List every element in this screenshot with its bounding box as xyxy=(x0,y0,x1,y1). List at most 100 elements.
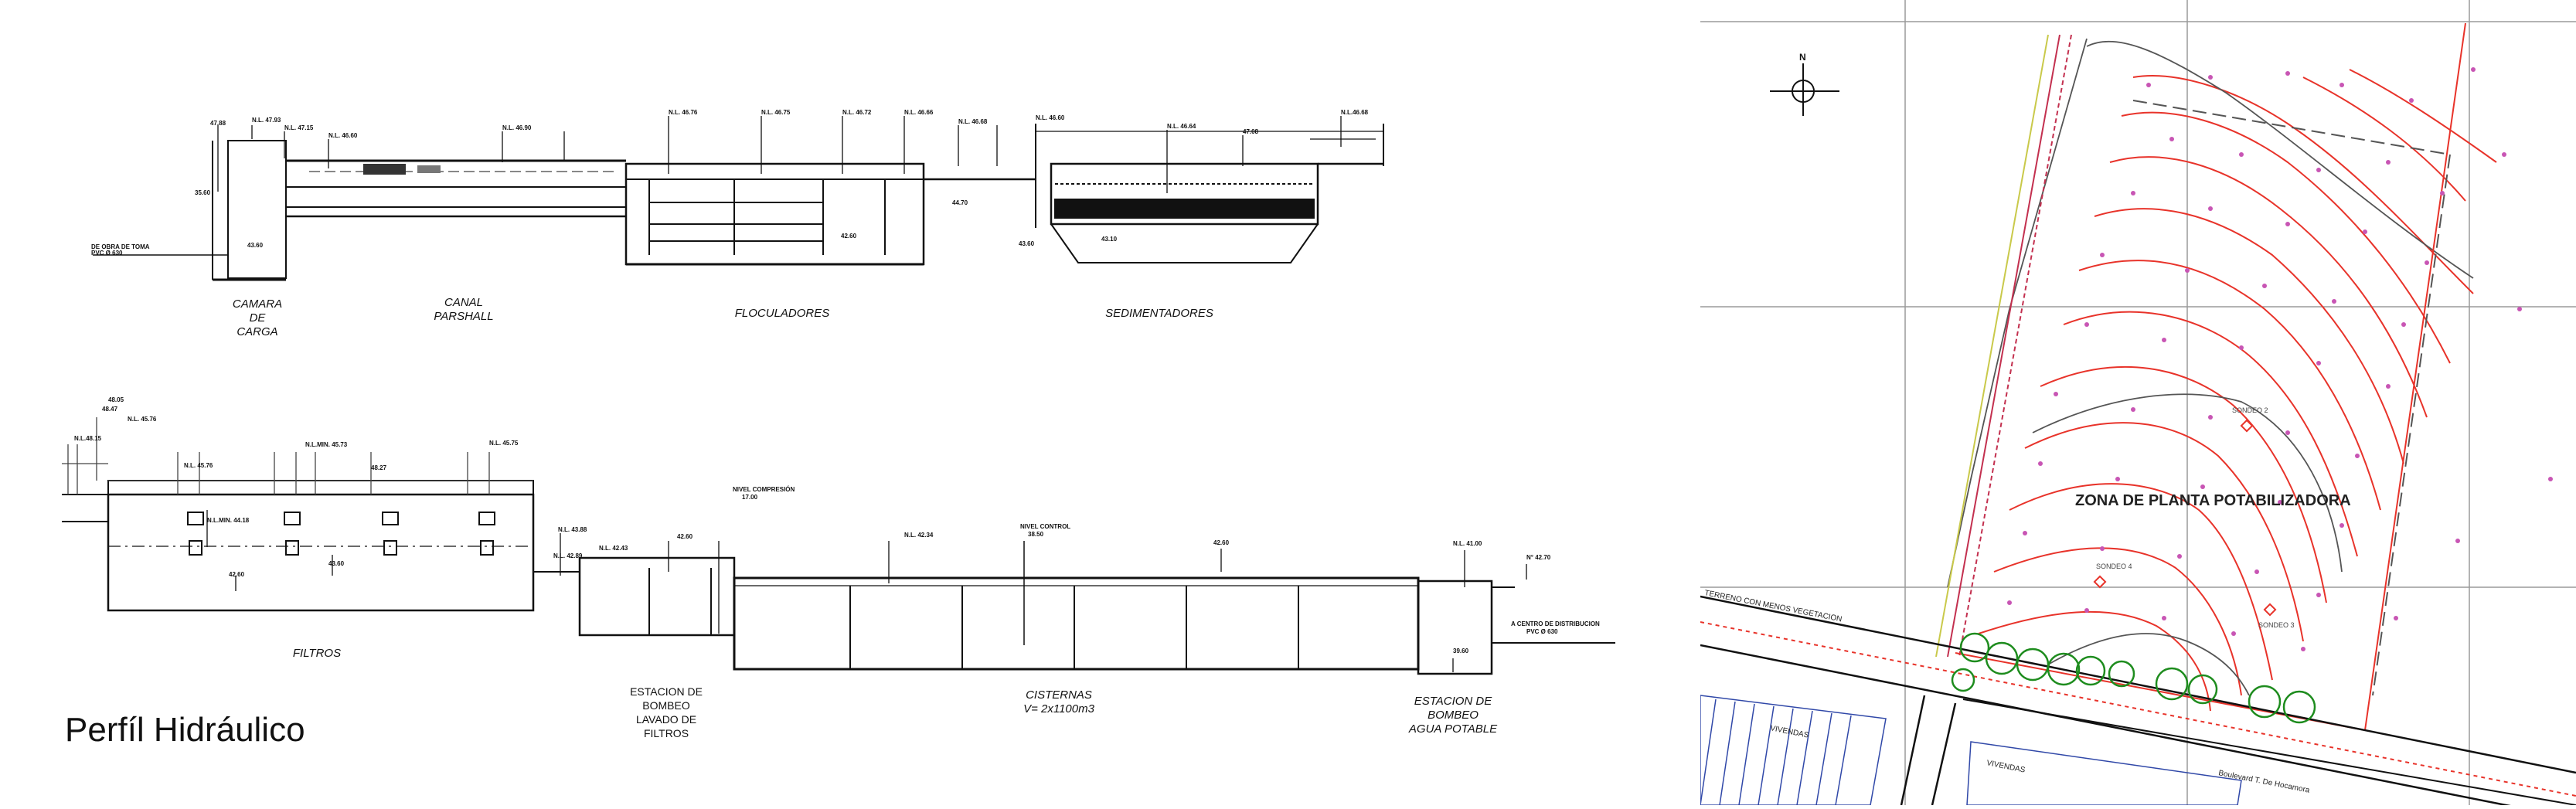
sondeo-4-label: SONDEO 4 xyxy=(2096,563,2132,570)
svg-text:N.L. 42.89: N.L. 42.89 xyxy=(553,552,583,559)
svg-text:N.L. 41.00: N.L. 41.00 xyxy=(1453,540,1482,547)
svg-text:47.88: 47.88 xyxy=(210,120,226,127)
filtros-structure xyxy=(62,480,580,612)
boundary-lines xyxy=(1935,22,2466,732)
svg-text:43.10: 43.10 xyxy=(1101,236,1118,243)
svg-text:43.60: 43.60 xyxy=(1019,240,1035,247)
svg-text:48.47: 48.47 xyxy=(102,406,118,413)
floculadores-structure xyxy=(624,162,925,266)
svg-text:N.L. 46.90: N.L. 46.90 xyxy=(502,124,532,131)
contour-lines xyxy=(1978,69,2497,712)
elevation-markers-top xyxy=(217,116,1342,193)
svg-text:N.L. 46.76: N.L. 46.76 xyxy=(669,109,698,116)
svg-text:38.50: 38.50 xyxy=(1028,531,1044,538)
svg-text:47.08: 47.08 xyxy=(1243,128,1259,135)
svg-text:N.L. 45.75: N.L. 45.75 xyxy=(489,440,519,447)
svg-text:N.L. 46.64: N.L. 46.64 xyxy=(1167,123,1196,130)
svg-text:43.60: 43.60 xyxy=(247,242,264,249)
label-potable-2: BOMBEO xyxy=(1428,709,1479,722)
svg-text:PVC Ø 630: PVC Ø 630 xyxy=(91,250,123,257)
svg-text:48.27: 48.27 xyxy=(371,464,387,471)
sondeo-2-label: SONDEO 2 xyxy=(2232,406,2268,414)
road-label-vivendas-1: VIVENDAS xyxy=(1769,724,1809,740)
road-label-boulevard: Boulevard T. De Hocamora xyxy=(2217,769,2310,795)
label-canal-1: CANAL xyxy=(444,296,483,309)
svg-text:44.70: 44.70 xyxy=(952,199,968,206)
label-lavado-3: LAVADO DE xyxy=(636,713,696,726)
label-sedimentadores: SEDIMENTADORES xyxy=(1105,307,1213,320)
svg-text:48.05: 48.05 xyxy=(108,396,124,403)
elevation-texts-top: 47.88 N.L. 47.93 N.L. 47.15 N.L. 46.60 N… xyxy=(91,109,1369,257)
elevation-markers-bottom xyxy=(206,510,1527,672)
label-camara-1: CAMARA xyxy=(233,297,282,311)
label-lavado-4: FILTROS xyxy=(644,727,689,739)
zone-label: ZONA DE PLANTA POTABILIZADORA xyxy=(2075,492,2351,509)
profile-top: 47.88 N.L. 47.93 N.L. 47.15 N.L. 46.60 N… xyxy=(91,109,1384,338)
svg-text:DE OBRA DE TOMA: DE OBRA DE TOMA xyxy=(91,243,150,250)
svg-text:N° 42.70: N° 42.70 xyxy=(1526,554,1551,561)
label-canal-2: PARSHALL xyxy=(434,310,493,323)
estacion-lavado-structure xyxy=(578,556,736,637)
railings-top xyxy=(1036,131,1383,140)
label-cisternas-vol: V= 2x1100m3 xyxy=(1023,702,1095,716)
residential-hatch xyxy=(1700,695,2242,805)
road-label-vegetation: TERRENO CON MENOS VEGETACION xyxy=(1703,589,1843,624)
svg-text:NIVEL CONTROL: NIVEL CONTROL xyxy=(1020,523,1070,530)
label-camara-3: CARGA xyxy=(237,325,277,338)
cisternas-structure xyxy=(733,541,1420,671)
road-label-vivendas-2: VIVENDAS xyxy=(1986,759,2026,775)
sondeo-3-label: SONDEO 3 xyxy=(2258,621,2295,629)
label-potable-3: AGUA POTABLE xyxy=(1408,722,1498,736)
svg-text:N.L.MIN. 44.18: N.L.MIN. 44.18 xyxy=(207,517,250,524)
svg-text:N.L. 46.60: N.L. 46.60 xyxy=(328,132,358,139)
svg-text:42.60: 42.60 xyxy=(841,233,857,240)
svg-text:N.L. 42.43: N.L. 42.43 xyxy=(599,545,628,552)
elevation-texts-bottom: 48.05 48.47 N.L. 45.76 N.L.48.15 N.L. 45… xyxy=(74,396,1600,654)
label-lavado-1: ESTACION DE xyxy=(630,685,703,698)
svg-text:N.L. 45.76: N.L. 45.76 xyxy=(128,416,157,423)
svg-text:43.60: 43.60 xyxy=(328,560,345,567)
canal-parshall-structure xyxy=(286,159,626,218)
svg-text:N.L. 46.66: N.L. 46.66 xyxy=(904,109,934,116)
svg-text:42.60: 42.60 xyxy=(229,571,245,578)
grey-contours xyxy=(1947,38,2474,696)
svg-text:N.L. 43.88: N.L. 43.88 xyxy=(558,526,587,533)
sondeo-markers xyxy=(2093,419,2277,617)
label-lavado-2: BOMBEO xyxy=(642,699,690,712)
svg-text:N.L. 42.34: N.L. 42.34 xyxy=(904,532,934,539)
caption: Perfíl Hidráulico xyxy=(65,711,305,749)
label-cisternas: CISTERNAS xyxy=(1026,688,1092,702)
svg-text:N.L.MIN. 45.73: N.L.MIN. 45.73 xyxy=(305,441,348,448)
svg-text:NIVEL COMPRESIÓN: NIVEL COMPRESIÓN xyxy=(733,486,795,493)
svg-text:PVC Ø 630: PVC Ø 630 xyxy=(1526,628,1558,635)
svg-text:39.60: 39.60 xyxy=(1453,648,1469,654)
svg-text:N.L.48.15: N.L.48.15 xyxy=(74,435,102,442)
roads xyxy=(1700,595,2576,805)
profile-bottom: 48.05 48.47 N.L. 45.76 N.L.48.15 N.L. 45… xyxy=(62,396,1615,739)
svg-text:N.L. 47.93: N.L. 47.93 xyxy=(252,117,281,124)
structure-labels-bottom: FILTROS ESTACION DE BOMBEO LAVADO DE FIL… xyxy=(293,647,1498,739)
label-potable-1: ESTACION DE xyxy=(1414,695,1493,708)
site-grid xyxy=(1700,0,2576,805)
label-floculadores: FLOCULADORES xyxy=(735,307,830,320)
sedimentadores-structure xyxy=(924,124,1384,263)
svg-text:35.60: 35.60 xyxy=(195,189,211,196)
site-plan: N xyxy=(1700,0,2576,805)
svg-text:17.00: 17.00 xyxy=(742,494,758,501)
svg-text:N.L. 45.76: N.L. 45.76 xyxy=(184,462,213,469)
trees xyxy=(1951,632,2316,724)
site-plan-labels: ZONA DE PLANTA POTABILIZADORA SONDEO 2 S… xyxy=(1703,406,2350,795)
svg-text:N.L. 46.75: N.L. 46.75 xyxy=(761,109,791,116)
filtros-railings xyxy=(62,417,533,495)
label-camara-2: DE xyxy=(250,311,267,325)
north-label: N xyxy=(1799,52,1806,63)
estacion-potable-structure xyxy=(1417,580,1615,675)
camara-de-carga-structure xyxy=(93,140,287,281)
label-filtros: FILTROS xyxy=(293,647,341,660)
svg-text:42.60: 42.60 xyxy=(1213,539,1230,546)
svg-text:N.L. 46.68: N.L. 46.68 xyxy=(958,118,988,125)
north-arrow-icon: N xyxy=(1770,52,1839,116)
svg-text:A CENTRO DE DISTRIBUCION: A CENTRO DE DISTRIBUCION xyxy=(1511,620,1600,627)
